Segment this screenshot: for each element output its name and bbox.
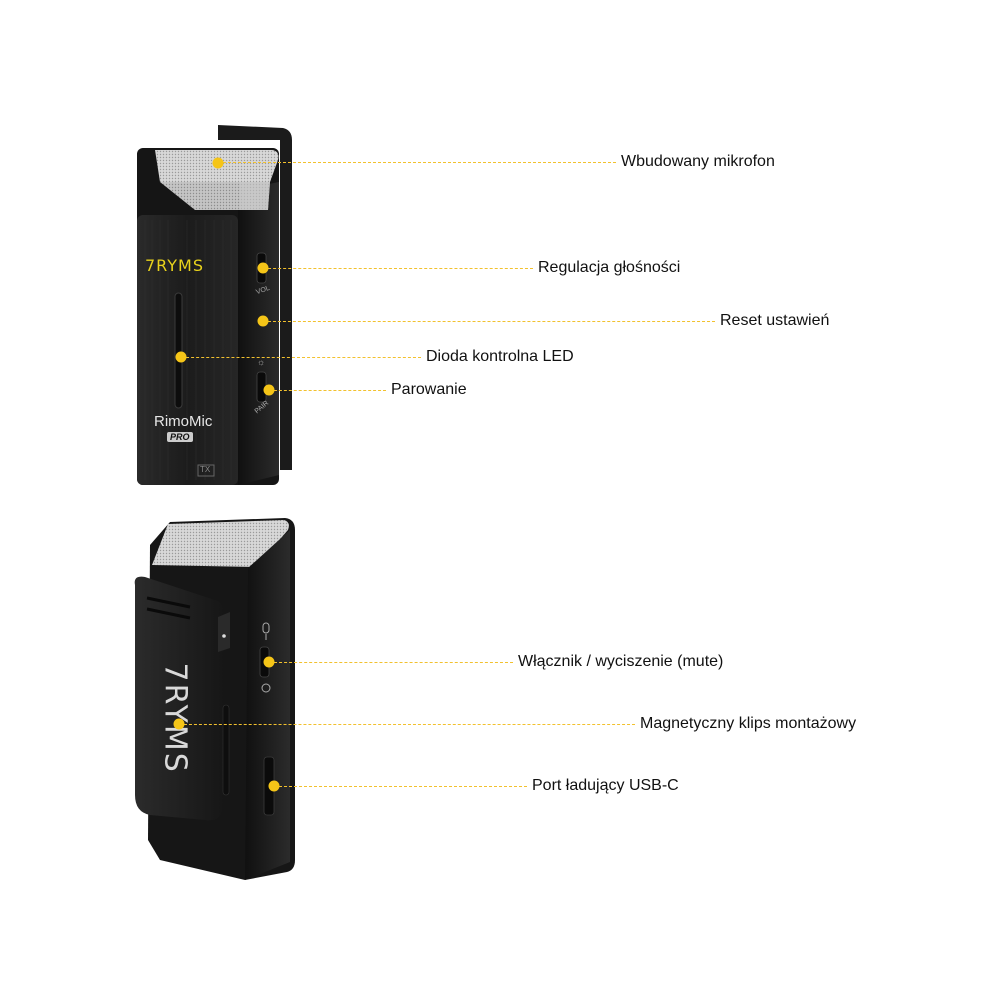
model-badge: PRO [167,432,193,442]
callout-label: Reset ustawień [720,312,830,329]
device-top-clip [218,125,292,470]
callout-dot [268,780,280,792]
device-top-body [137,148,279,485]
tx-badge: TX [200,465,211,474]
mic-grille-bottom [152,520,289,567]
callout-dot [173,718,185,730]
callout-dot [212,157,224,169]
callout-label: Magnetyczny klips montażowy [640,715,857,732]
callout-label: Włącznik / wyciszenie (mute) [518,653,724,670]
callout-label: Regulacja głośności [538,259,681,276]
callout-dot [257,262,269,274]
callout-dot [257,315,269,327]
brand-logo-top: 7RYMS [145,256,205,275]
callout-label: Wbudowany mikrofon [621,153,775,170]
callout-dot [263,656,275,668]
led-slot [174,292,183,409]
model-name: RimoMic [154,413,213,430]
callout-label: Port ładujący USB-C [532,777,679,794]
brand-logo-bottom: 7RYMS [157,662,193,774]
magnetic-clip [134,576,230,821]
front-plate [137,215,238,485]
callout-dot [175,351,187,363]
callout-label: Parowanie [391,381,467,398]
callout-dot [263,384,275,396]
led-light-icon: ☼ [257,357,266,367]
callout-label: Dioda kontrolna LED [426,348,574,365]
